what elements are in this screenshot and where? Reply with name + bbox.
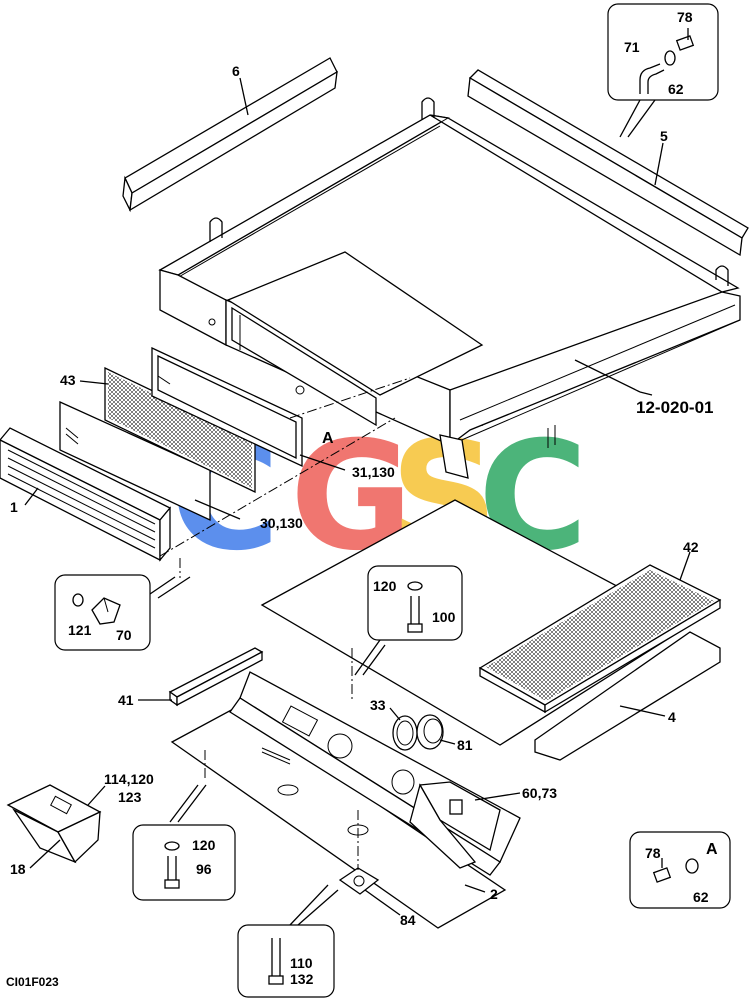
label-31-130: 31,130 — [352, 464, 395, 480]
label-70: 70 — [116, 627, 132, 643]
label-123: 123 — [118, 789, 142, 805]
detail-box-bolt-110 — [237, 924, 335, 998]
part-81-grommet — [416, 714, 444, 750]
part-18-tray — [6, 784, 102, 864]
drawing-code: CI01F023 — [6, 975, 59, 989]
part-42-screen — [478, 564, 722, 714]
part-30-panel — [59, 400, 211, 522]
part-33-ring — [392, 715, 418, 751]
detail-box-view-a — [629, 831, 731, 909]
label-43: 43 — [60, 372, 76, 388]
part-6-strip — [122, 57, 338, 213]
label-121: 121 — [68, 622, 92, 638]
part-4-plate — [534, 631, 721, 761]
label-96: 96 — [196, 861, 212, 877]
label-120-box2: 120 — [192, 837, 216, 853]
label-132: 132 — [290, 971, 314, 987]
label-4: 4 — [668, 709, 676, 725]
label-81: 81 — [457, 737, 473, 753]
label-1: 1 — [10, 499, 18, 515]
part-labels: 6 5 78 71 62 12-020-01 43 A 31,130 1 30,… — [6, 9, 718, 989]
part-31-frame — [151, 346, 303, 468]
label-41: 41 — [118, 692, 134, 708]
part-1-grille — [0, 427, 172, 562]
detail-box-bolt-96 — [132, 824, 236, 901]
main-frame — [158, 97, 741, 479]
label-78-bottom: 78 — [645, 845, 661, 861]
view-marker-a-detail: A — [706, 841, 718, 858]
label-30-130: 30,130 — [260, 515, 303, 531]
label-120-box1: 120 — [373, 578, 397, 594]
drawing-id: 12-020-01 — [636, 398, 714, 417]
label-42: 42 — [683, 539, 699, 555]
detail-box-hose — [607, 3, 719, 101]
centerlines — [159, 377, 411, 870]
label-6: 6 — [232, 63, 240, 79]
view-marker-a: A — [322, 430, 334, 447]
label-78-top: 78 — [677, 9, 693, 25]
label-5: 5 — [660, 128, 668, 144]
part-5-strip — [467, 69, 749, 257]
label-62-bottom: 62 — [693, 889, 709, 905]
label-2: 2 — [490, 886, 498, 902]
label-62-top: 62 — [668, 81, 684, 97]
part-84-plate — [338, 867, 380, 895]
part-41-bar — [168, 647, 264, 707]
label-60-73: 60,73 — [522, 785, 557, 801]
detail-box-knob — [54, 574, 151, 651]
label-100: 100 — [432, 609, 456, 625]
label-71: 71 — [624, 39, 640, 55]
label-18: 18 — [10, 861, 26, 877]
label-33: 33 — [370, 697, 386, 713]
part-2-cover — [170, 671, 521, 929]
label-114-120: 114,120 — [104, 771, 154, 787]
label-84: 84 — [400, 912, 416, 928]
leader-lines — [24, 77, 691, 926]
label-110: 110 — [290, 955, 313, 971]
detail-box-bolt-100 — [367, 565, 463, 641]
